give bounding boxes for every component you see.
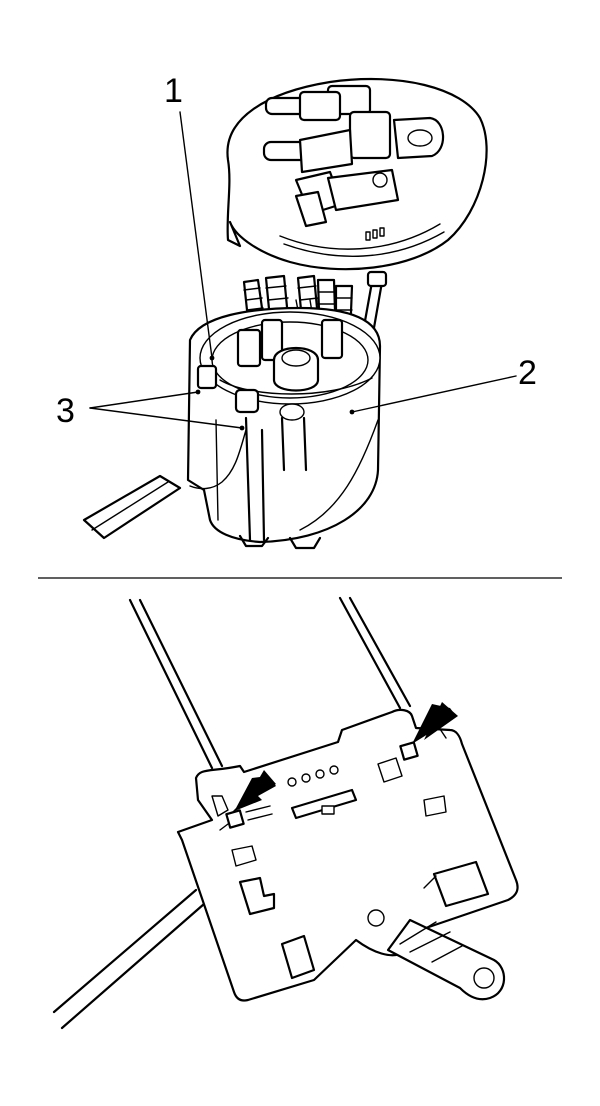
float-arm <box>52 888 198 1014</box>
leader-line-3a <box>89 391 199 409</box>
leader-line-1 <box>179 111 213 359</box>
arrow-icon <box>412 702 458 744</box>
callout-2: 2 <box>518 354 537 392</box>
leader-line-3b <box>89 407 243 429</box>
float-lever <box>386 918 506 1001</box>
float <box>82 474 182 540</box>
pump-canister <box>186 306 382 550</box>
callout-1: 1 <box>164 72 183 110</box>
fuel-pump-module-illustration <box>82 77 517 550</box>
guide-rail-left <box>128 598 214 770</box>
level-sender-detail-illustration <box>52 596 519 1030</box>
arrow-icon <box>232 770 276 812</box>
release-tab-left <box>225 809 245 829</box>
leader-line-2 <box>351 375 517 413</box>
guide-rail-right <box>338 596 402 710</box>
pump-flange <box>226 77 488 271</box>
level-sender <box>189 364 260 490</box>
release-tab-right <box>399 741 419 761</box>
callout-3: 3 <box>56 392 75 430</box>
